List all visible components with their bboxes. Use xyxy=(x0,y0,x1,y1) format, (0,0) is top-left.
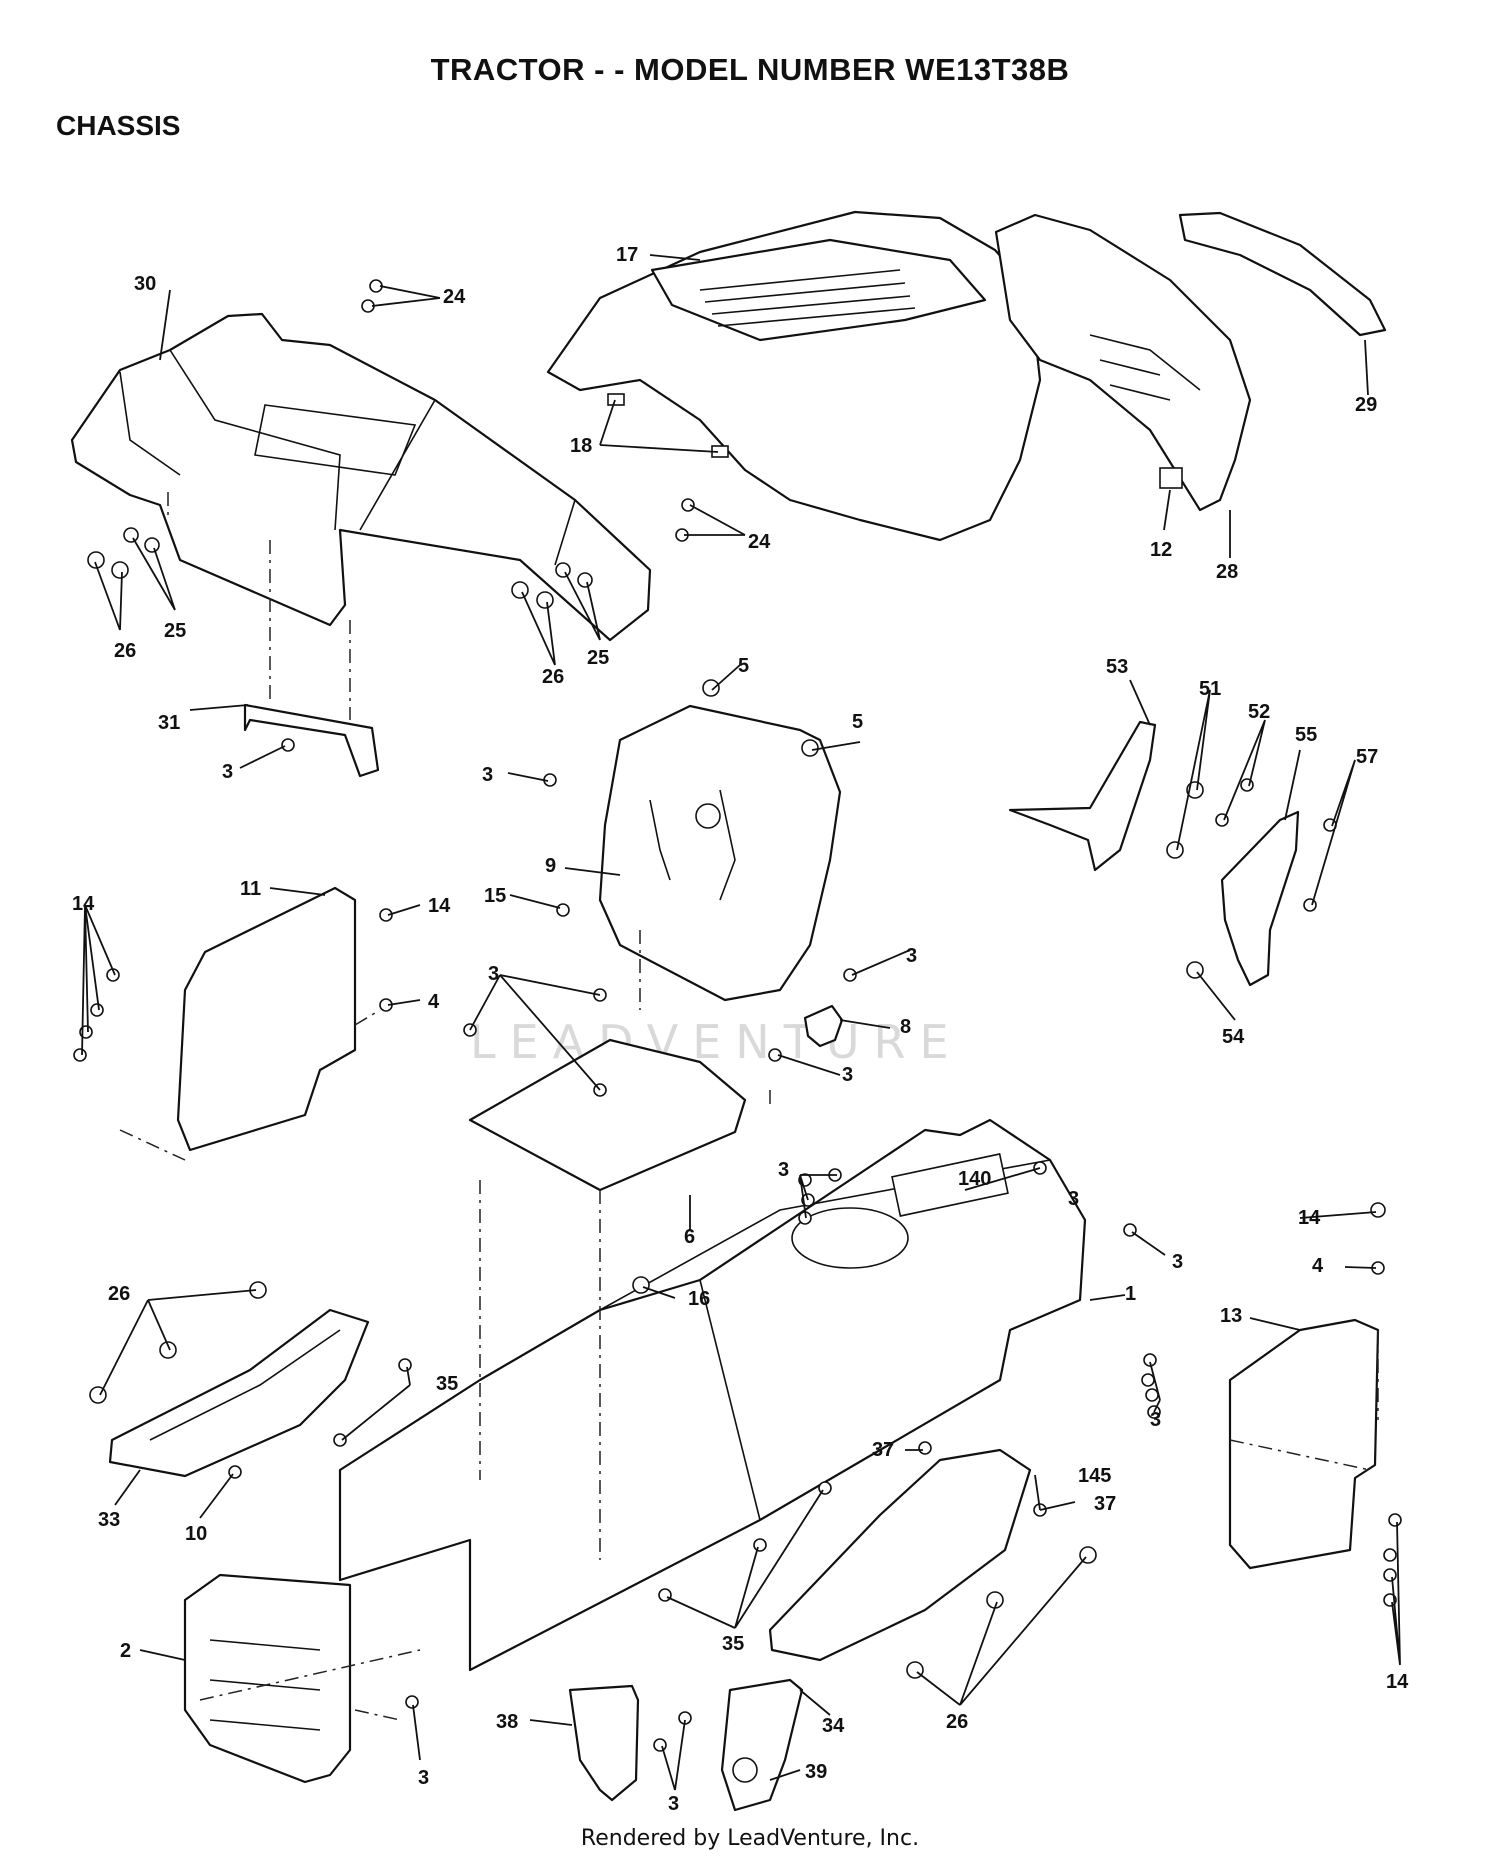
bracket-39-hole xyxy=(732,1757,758,1783)
callout-53: 53 xyxy=(1106,656,1128,678)
callout-145: 145 xyxy=(1078,1465,1111,1487)
callout-15: 15 xyxy=(484,885,506,907)
callout-16: 16 xyxy=(688,1288,710,1310)
rear-fender-part xyxy=(70,312,652,642)
callout-12: 12 xyxy=(1150,539,1172,561)
frame-part xyxy=(338,1118,1087,1672)
callout-3-frame-top: 3 xyxy=(1068,1188,1079,1210)
callout-140: 140 xyxy=(958,1168,991,1190)
callout-5-lower: 5 xyxy=(852,711,863,733)
bracket-55-part xyxy=(1220,810,1300,987)
callout-4-right: 4 xyxy=(1312,1255,1324,1277)
callout-11: 11 xyxy=(240,878,261,900)
callout-6: 6 xyxy=(684,1226,695,1248)
side-panel-13-part xyxy=(1228,1318,1380,1570)
side-panel-11-part xyxy=(176,886,357,1152)
plate-2-part xyxy=(183,1573,352,1784)
callout-3-clip: 3 xyxy=(842,1064,853,1086)
bracket-38-part xyxy=(568,1684,640,1802)
callout-28: 28 xyxy=(1216,561,1238,583)
callout-52: 52 xyxy=(1248,701,1270,723)
callout-31: 31 xyxy=(158,712,180,734)
callout-9: 9 xyxy=(545,855,556,877)
clip-8-part xyxy=(803,1004,844,1048)
callout-5-upper: 5 xyxy=(738,655,749,677)
callout-51: 51 xyxy=(1199,678,1221,700)
watermark: LEADVENTURE xyxy=(470,1015,963,1069)
callout-14-left: 14 xyxy=(72,893,95,915)
footrest-34-part xyxy=(768,1448,1032,1662)
callout-4-mid: 4 xyxy=(428,991,440,1013)
bracket-31-part xyxy=(243,703,380,778)
grille-part xyxy=(994,211,1387,512)
callout-1: 1 xyxy=(1125,1283,1136,1305)
callout-26-right: 26 xyxy=(542,666,564,688)
callout-25-right: 25 xyxy=(587,647,609,669)
callout-3-plate2: 3 xyxy=(418,1767,429,1789)
callout-37-upper: 37 xyxy=(872,1439,894,1461)
hood-part xyxy=(546,210,1042,542)
callout-26-left: 26 xyxy=(114,640,136,662)
callout-17: 17 xyxy=(616,244,638,266)
callout-38: 38 xyxy=(496,1711,518,1733)
callout-35-left: 35 xyxy=(436,1373,458,1395)
callout-24-lower: 24 xyxy=(748,531,771,553)
callout-25-left: 25 xyxy=(164,620,186,642)
callout-14-bottom: 14 xyxy=(1386,1671,1409,1693)
footrest-33-detail xyxy=(149,1329,341,1441)
callout-3-right-bracket: 3 xyxy=(1150,1409,1161,1431)
callout-3-bottom: 3 xyxy=(668,1793,679,1815)
callout-13: 13 xyxy=(1220,1305,1242,1327)
callout-18: 18 xyxy=(570,435,592,457)
callout-54: 54 xyxy=(1222,1026,1245,1048)
callout-29: 29 xyxy=(1355,394,1377,416)
assembly-lines xyxy=(119,492,1379,1721)
callout-57: 57 xyxy=(1356,746,1378,768)
callout-14-right: 14 xyxy=(1298,1207,1321,1229)
bracket-39-part xyxy=(720,1678,804,1812)
callout-3-frame-right: 3 xyxy=(1172,1251,1183,1273)
callout-39: 39 xyxy=(805,1761,827,1783)
callout-3-bracket: 3 xyxy=(222,761,233,783)
footer-credit: Rendered by LeadVenture, Inc. xyxy=(580,1826,920,1851)
callout-30: 30 xyxy=(134,273,156,295)
footrest-33-part xyxy=(108,1308,370,1478)
dash-panel-part xyxy=(598,704,842,1002)
callout-3-frame-left: 3 xyxy=(778,1159,789,1181)
callouts: 17 30 24 18 29 12 28 24 25 26 25 26 5 5 … xyxy=(72,244,1409,1815)
page-title: TRACTOR - - MODEL NUMBER WE13T38B xyxy=(430,52,1070,87)
callout-35-bottom: 35 xyxy=(722,1633,744,1655)
callout-37-lower: 37 xyxy=(1094,1493,1116,1515)
callout-10: 10 xyxy=(185,1523,207,1545)
bracket-53-part xyxy=(1008,720,1157,872)
callout-3-plate: 3 xyxy=(488,963,499,985)
callout-26-footrest: 26 xyxy=(108,1283,130,1305)
callout-55: 55 xyxy=(1295,724,1317,746)
callout-33: 33 xyxy=(98,1509,120,1531)
callout-26-bottom: 26 xyxy=(946,1711,968,1733)
leader-lines xyxy=(81,254,1401,1791)
callout-14-mid: 14 xyxy=(428,895,451,917)
callout-24-upper: 24 xyxy=(443,286,466,308)
callout-8: 8 xyxy=(900,1016,911,1038)
callout-34: 34 xyxy=(822,1715,845,1737)
callout-2: 2 xyxy=(120,1640,131,1662)
section-heading: CHASSIS xyxy=(56,110,181,141)
callout-3-dash: 3 xyxy=(482,764,493,786)
callout-3-dash-right: 3 xyxy=(906,945,917,967)
